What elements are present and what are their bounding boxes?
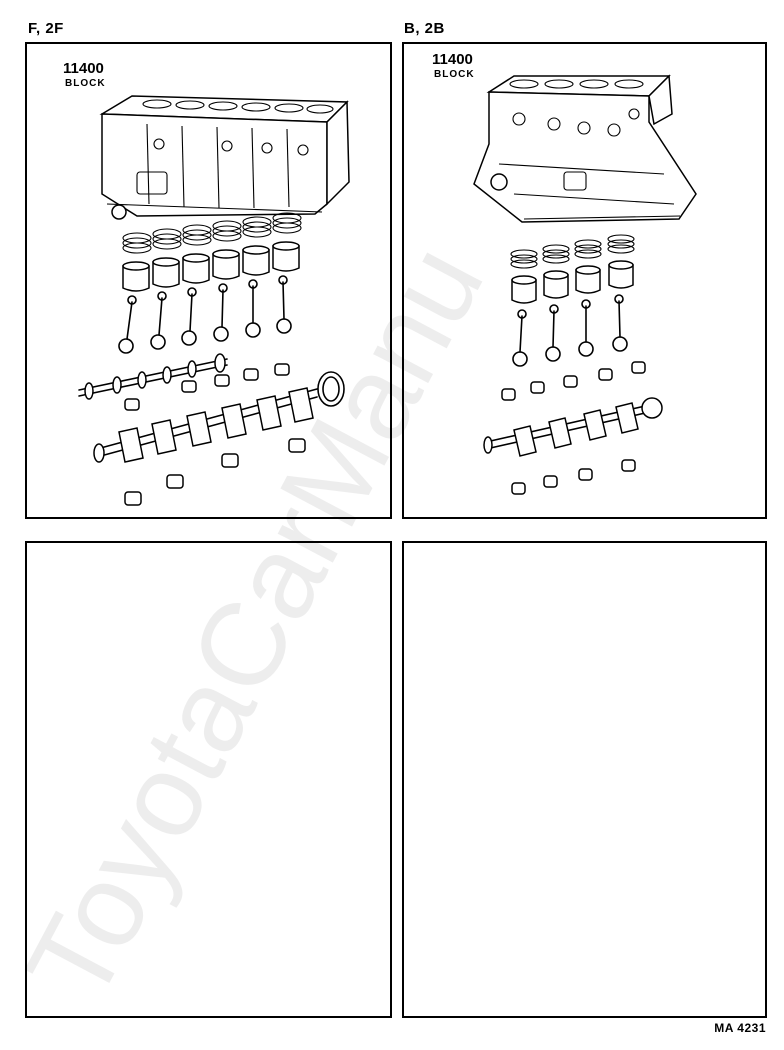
part-number: 11400 xyxy=(63,60,104,77)
engine-block-drawing xyxy=(473,74,697,223)
engine-block-drawing xyxy=(99,95,350,220)
connecting-rod-set-drawing xyxy=(512,294,628,367)
panel-empty-bottom-right xyxy=(402,541,767,1018)
panel-f-2f-block: 11400 BLOCK xyxy=(25,42,392,519)
section-label-b-2b: B, 2B xyxy=(404,20,445,37)
bearing-set-drawing xyxy=(124,363,306,506)
connecting-rod-set-drawing xyxy=(118,275,292,354)
crankshaft-drawing xyxy=(483,397,663,457)
panel-b-2b-block: 11400 BLOCK xyxy=(402,42,767,519)
part-name: BLOCK xyxy=(434,69,475,80)
part-name: BLOCK xyxy=(65,78,106,89)
panel-empty-bottom-left xyxy=(25,541,392,1018)
six-cylinder-block-illustration xyxy=(78,95,350,506)
four-cylinder-block-illustration xyxy=(473,74,697,495)
piston-set-drawing xyxy=(511,260,634,304)
crankshaft-drawing xyxy=(93,387,318,463)
section-label-f-2f: F, 2F xyxy=(28,20,64,37)
piston-set-drawing xyxy=(122,241,300,292)
piston-ring-set-drawing xyxy=(122,212,302,254)
bearing-set-drawing xyxy=(501,361,646,495)
oil-seal-drawing xyxy=(317,371,345,407)
figure-code: MA 4231 xyxy=(714,1021,766,1035)
camshaft-drawing xyxy=(78,353,228,400)
piston-ring-set-drawing xyxy=(510,234,635,269)
part-number: 11400 xyxy=(432,51,473,68)
